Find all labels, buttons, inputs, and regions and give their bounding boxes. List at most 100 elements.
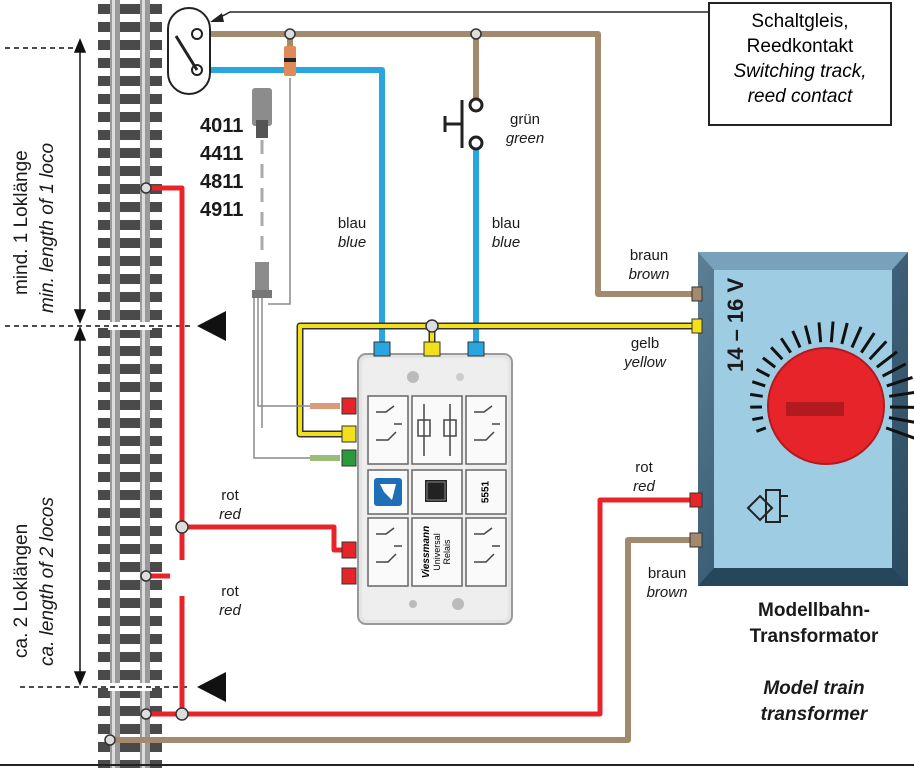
scale-tick bbox=[762, 356, 777, 369]
track-tie bbox=[98, 724, 162, 734]
track-tie bbox=[98, 202, 162, 212]
scale-tick bbox=[829, 321, 835, 343]
label-de: braun bbox=[629, 247, 669, 264]
scale-tick bbox=[779, 337, 792, 354]
scale-tick bbox=[840, 322, 849, 345]
track-tie bbox=[98, 346, 162, 356]
red-wires bbox=[146, 185, 694, 717]
track-tie bbox=[98, 706, 162, 716]
transformer-symbol-icon bbox=[746, 489, 788, 523]
title-de-line2: Transformator bbox=[749, 626, 879, 647]
label-en: blue bbox=[337, 234, 367, 251]
track-tie bbox=[98, 688, 162, 698]
callout-en-line1: Switching track, bbox=[733, 61, 867, 82]
track-tie bbox=[98, 130, 162, 140]
track-tie bbox=[98, 220, 162, 230]
title-en-line1: Model train bbox=[763, 678, 865, 699]
track-tie bbox=[98, 148, 162, 158]
signal-position-arrow-bottom bbox=[197, 672, 226, 702]
red-mid1-label: rot red bbox=[206, 486, 254, 524]
distance-top-de: mind. 1 Loklänge bbox=[11, 150, 32, 295]
label-en: red bbox=[633, 478, 655, 495]
scale-tick bbox=[751, 380, 766, 388]
blue-wires bbox=[197, 67, 479, 346]
callout-de-line1: Schaltgleis, bbox=[751, 11, 849, 32]
scale-tick bbox=[888, 416, 914, 424]
relay-brand: Viessmann bbox=[421, 525, 432, 579]
signal-model: 4811 bbox=[200, 171, 244, 193]
track-tie bbox=[98, 436, 162, 446]
distance-bottom-en: ca. length of 2 locos bbox=[37, 497, 58, 666]
track-tie bbox=[98, 166, 162, 176]
callout-de-line2: Reedkontakt bbox=[746, 36, 854, 57]
relay-model: 5551 bbox=[480, 480, 492, 504]
signal-wire-ends bbox=[310, 403, 340, 461]
track-ties bbox=[98, 4, 162, 768]
label-en: red bbox=[219, 602, 241, 619]
green-label: grün green bbox=[496, 110, 554, 148]
scale-tick bbox=[886, 376, 913, 388]
track-tie bbox=[98, 634, 162, 644]
signal-model: 4011 bbox=[200, 115, 244, 137]
scale-tick bbox=[817, 322, 823, 343]
track-tie bbox=[98, 526, 162, 536]
diode-icon bbox=[284, 46, 296, 76]
track-tie bbox=[98, 670, 162, 680]
junction-dots bbox=[104, 28, 482, 746]
track-tie bbox=[98, 40, 162, 50]
track-tie bbox=[98, 328, 162, 338]
scale-tick bbox=[755, 368, 771, 378]
track-tie bbox=[98, 94, 162, 104]
label-en: brown bbox=[628, 266, 670, 283]
scale-tick bbox=[860, 332, 876, 354]
signal-wires bbox=[253, 78, 310, 459]
relay-connectors bbox=[341, 341, 485, 585]
voltage-scale-ticks bbox=[749, 321, 914, 440]
label-en: brown bbox=[646, 584, 688, 601]
signal-icon bbox=[252, 88, 272, 298]
transformer-voltage: 14 – 16 V bbox=[723, 277, 748, 372]
blue-left-label: blau blue bbox=[328, 214, 376, 252]
scale-tick bbox=[881, 362, 907, 378]
distance-top-en: min. length of 1 loco bbox=[37, 142, 58, 313]
track-tie bbox=[98, 256, 162, 266]
label-de: rot bbox=[221, 487, 239, 504]
reed-switch-icon bbox=[167, 7, 211, 95]
yellow-label: gelb yellow bbox=[612, 334, 678, 372]
blue-right-label: blau blue bbox=[482, 214, 530, 252]
track-tie bbox=[98, 22, 162, 32]
callout-en-line2: reed contact bbox=[747, 86, 853, 107]
signal-model: 4411 bbox=[200, 143, 244, 165]
transformer-title-en: Model train transformer bbox=[724, 676, 904, 728]
relay-name-line1: Universal bbox=[432, 533, 442, 571]
track-tie bbox=[98, 112, 162, 122]
relay-name-line2: Relais bbox=[442, 539, 452, 565]
track-tie bbox=[98, 742, 162, 752]
track-tie bbox=[98, 472, 162, 482]
label-de: rot bbox=[635, 459, 653, 476]
scale-tick bbox=[868, 340, 888, 361]
track-tie bbox=[98, 580, 162, 590]
scale-tick bbox=[850, 326, 863, 349]
track-tie bbox=[98, 58, 162, 68]
distance-bottom-de: ca. 2 Loklängen bbox=[11, 523, 32, 658]
pushbutton-icon bbox=[443, 97, 484, 151]
scale-tick bbox=[749, 392, 763, 398]
scale-tick bbox=[875, 350, 898, 369]
label-en: red bbox=[219, 506, 241, 523]
title-en-line2: transformer bbox=[760, 704, 868, 725]
relay-model-panel: 5551 bbox=[466, 470, 506, 514]
scale-tick bbox=[885, 426, 914, 440]
label-en: yellow bbox=[624, 354, 666, 371]
track-tie bbox=[98, 274, 162, 284]
track-tie bbox=[98, 364, 162, 374]
track-tie bbox=[98, 400, 162, 410]
scale-tick bbox=[770, 346, 784, 361]
track-tie bbox=[98, 184, 162, 194]
label-de: blau bbox=[337, 215, 367, 232]
transformer-title-de: Modellbahn- Transformator bbox=[724, 598, 904, 650]
label-de: rot bbox=[221, 583, 239, 600]
track-tie bbox=[98, 598, 162, 608]
brown-wires bbox=[110, 31, 696, 743]
